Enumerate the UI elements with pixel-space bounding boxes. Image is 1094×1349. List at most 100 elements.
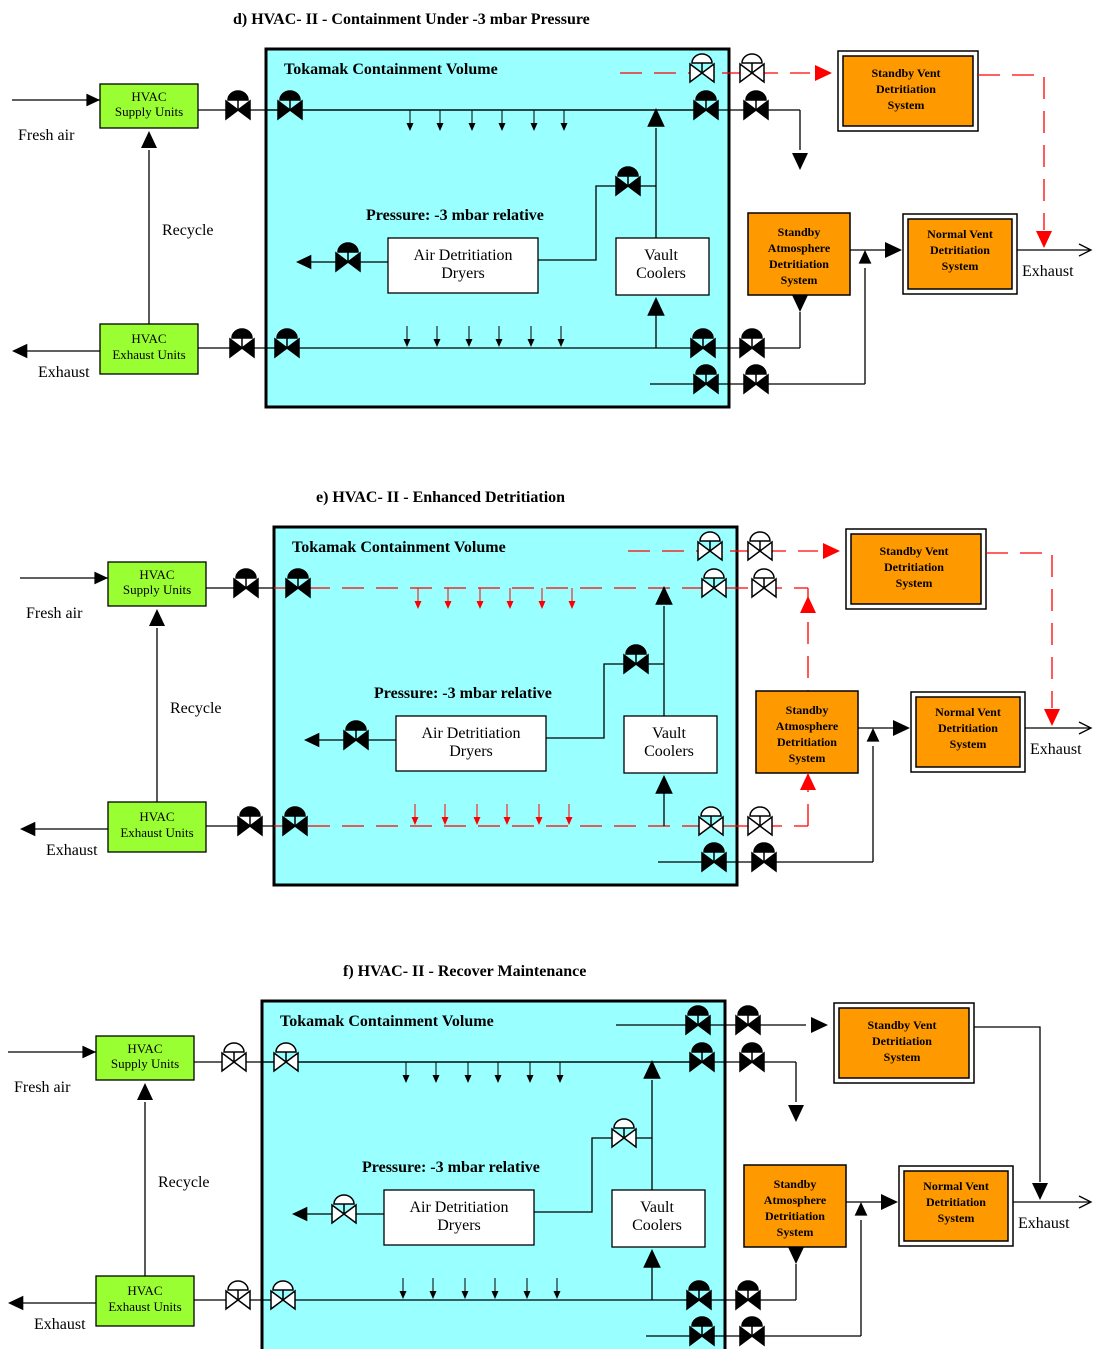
hvac-exhaust-units <box>95 1275 195 1327</box>
standby-vent-system <box>838 1007 970 1079</box>
air-dryers-label: Dryers <box>449 743 493 760</box>
normal-vent-system <box>907 218 1013 290</box>
arrow-head <box>565 817 573 825</box>
normal-vent-label: System <box>938 1211 975 1225</box>
panel-title: f) HVAC- II - Recover Maintenance <box>343 963 586 980</box>
vault-coolers-label: Coolers <box>644 743 694 760</box>
hvac-supply-label: Supply Units <box>123 582 191 597</box>
arrow-head <box>399 1291 407 1299</box>
hvac-supply-units <box>107 561 207 607</box>
valve-open-icon <box>697 531 723 562</box>
fresh-air-label: Fresh air <box>18 127 75 144</box>
hvac-supply-label: HVAC <box>131 89 166 104</box>
flow-line <box>1078 1195 1093 1209</box>
vault-coolers-label: Coolers <box>632 1217 682 1234</box>
standby-atmosphere-label: System <box>781 273 818 287</box>
arrow-head <box>655 586 673 605</box>
arrow-head <box>149 609 165 626</box>
normal-vent-label: System <box>942 259 979 273</box>
valve-open-icon <box>611 1118 637 1149</box>
hvac-supply-label: HVAC <box>127 1041 162 1056</box>
valve-closed-icon <box>690 328 716 359</box>
arrow-head <box>414 601 422 609</box>
normal-vent-label: Normal Vent <box>927 227 993 241</box>
pressure-label: Pressure: -3 mbar relative <box>374 685 552 702</box>
standby-vent-label: System <box>884 1050 921 1064</box>
standby-vent-label: System <box>896 576 933 590</box>
valve-closed-icon <box>751 842 777 873</box>
standby-atmosphere-box <box>743 1164 847 1248</box>
hvac-exhaust-units <box>107 801 207 853</box>
arrow-head <box>526 1075 534 1083</box>
hvac-exhaust-label: Exhaust Units <box>112 347 185 362</box>
arrow-head <box>885 242 902 258</box>
valve-closed-icon <box>229 328 255 359</box>
standby-atmosphere-label: Atmosphere <box>776 719 839 733</box>
valve-open-icon <box>747 806 773 837</box>
valve-open-icon <box>331 1194 357 1225</box>
arrow-head <box>411 817 419 825</box>
exhaust-label: Exhaust <box>1022 263 1074 280</box>
arrow-head <box>506 601 514 609</box>
valve-open-icon <box>689 53 715 84</box>
arrow-head <box>494 1075 502 1083</box>
standby-vent-label: Detritiation <box>876 82 936 96</box>
valve-open-icon <box>698 806 724 837</box>
standby-atmosphere-label: System <box>777 1225 814 1239</box>
standby-vent-system <box>842 55 974 127</box>
arrow-head <box>491 1291 499 1299</box>
air-dryers-label: Air Detritiation <box>421 725 520 742</box>
valve-open-icon <box>747 531 773 562</box>
standby-vent-system <box>850 533 982 605</box>
panel-d: d) HVAC- II - Containment Under -3 mbar … <box>12 11 1093 409</box>
arrow-head <box>655 775 673 794</box>
valve-closed-icon <box>277 90 303 121</box>
vault-coolers-label: Vault <box>652 725 686 742</box>
arrow-head <box>296 254 312 270</box>
arrow-head <box>468 123 476 131</box>
standby-atmosphere-label: System <box>789 751 826 765</box>
standby-atmosphere-label: Standby <box>786 703 829 717</box>
air-dryers-label: Dryers <box>437 1217 481 1234</box>
valve-open-icon <box>701 568 727 599</box>
arrow-head <box>792 295 808 312</box>
valve-open-icon <box>225 1280 251 1311</box>
vault-coolers-label: Coolers <box>636 265 686 282</box>
containment-volume <box>272 525 739 887</box>
arrow-head <box>94 571 108 585</box>
normal-vent-label: System <box>950 737 987 751</box>
hvac-exhaust-label: HVAC <box>127 1283 162 1298</box>
arrow-head <box>823 543 840 559</box>
arrow-head <box>433 339 441 347</box>
standby-vent-label: Standby Vent <box>867 1018 936 1032</box>
valve-closed-icon <box>693 90 719 121</box>
valve-closed-icon <box>689 1316 715 1347</box>
valve-closed-icon <box>233 568 259 599</box>
normal-vent-label: Detritiation <box>930 243 990 257</box>
arrow-head <box>1032 1183 1048 1200</box>
exhaust-label: Exhaust <box>1030 741 1082 758</box>
arrow-head <box>647 297 665 316</box>
arrow-head <box>432 1075 440 1083</box>
panel-f: f) HVAC- II - Recover MaintenanceTokamak… <box>8 963 1093 1349</box>
valve-closed-icon <box>685 1005 711 1036</box>
arrow-head <box>461 1291 469 1299</box>
arrow-head <box>465 339 473 347</box>
arrow-head <box>495 339 503 347</box>
normal-vent-label: Normal Vent <box>923 1179 989 1193</box>
recycle-label: Recycle <box>162 222 214 239</box>
arrow-head <box>556 1075 564 1083</box>
arrow-head <box>473 817 481 825</box>
vault-coolers-label: Vault <box>644 247 678 264</box>
containment-title: Tokamak Containment Volume <box>292 539 506 556</box>
vault-coolers-box <box>611 1189 706 1248</box>
valve-closed-icon <box>743 364 769 395</box>
air-dryers-box <box>395 715 547 772</box>
valve-closed-icon <box>735 1005 761 1036</box>
arrow-head <box>811 1017 828 1033</box>
panel-title: e) HVAC- II - Enhanced Detritiation <box>316 489 565 506</box>
air-dryers-label: Air Detritiation <box>409 1199 508 1216</box>
arrow-head <box>141 131 157 148</box>
valve-closed-icon <box>686 1280 712 1311</box>
arrow-head <box>535 817 543 825</box>
